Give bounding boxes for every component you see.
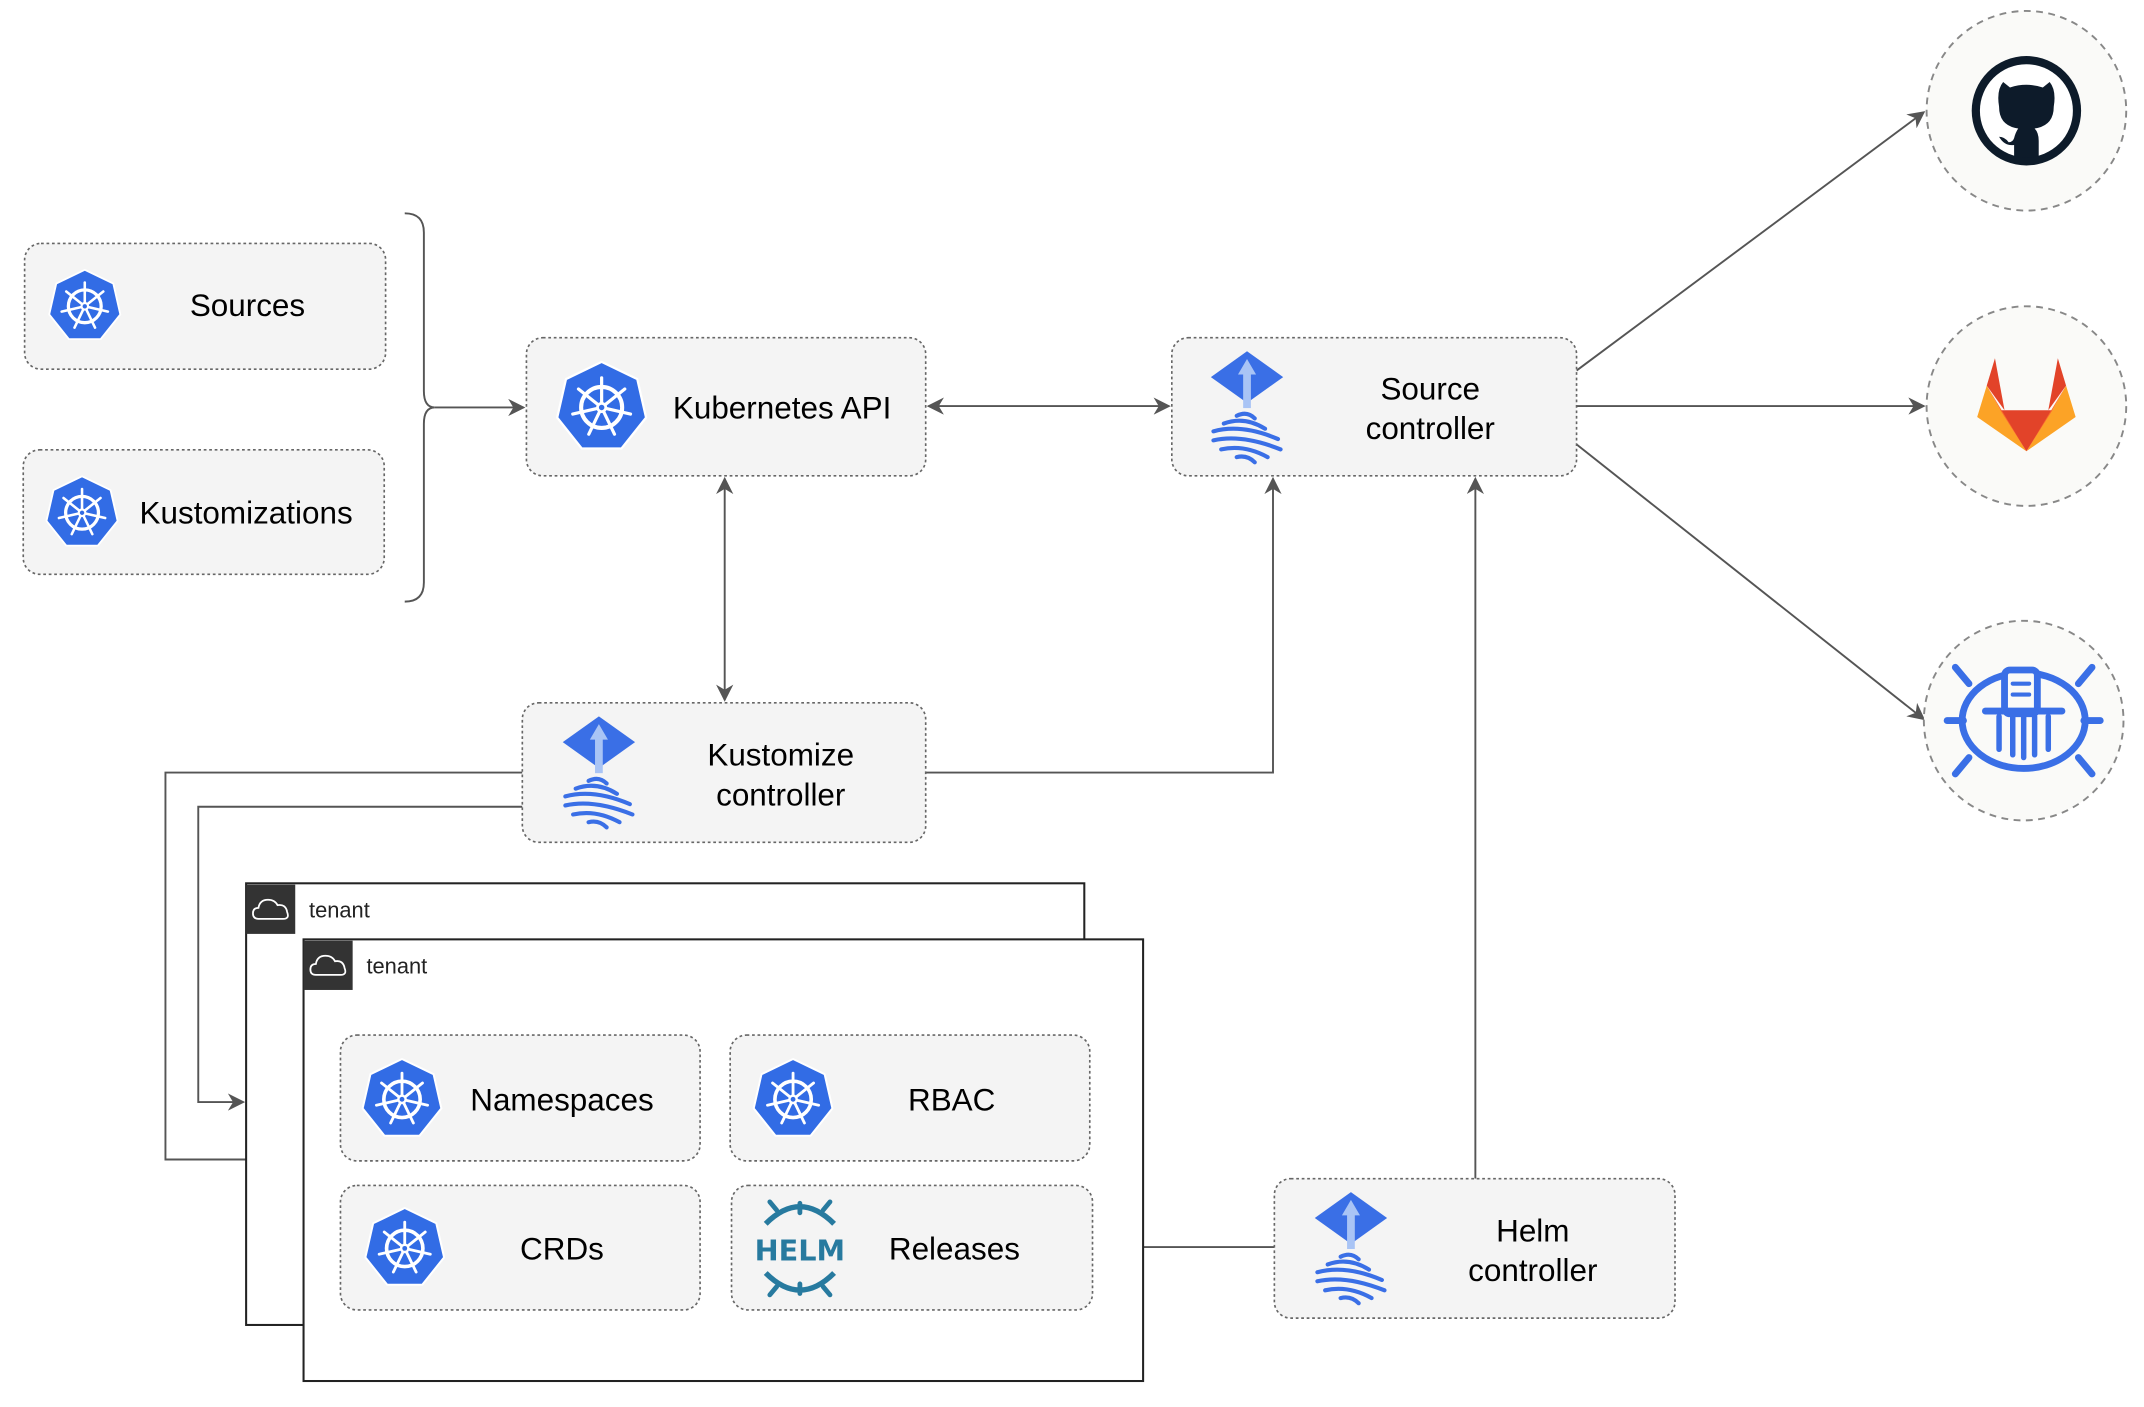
helm-controller-label-2: controller <box>1468 1253 1597 1288</box>
tenant-label: tenant <box>366 954 427 979</box>
namespaces-label: Namespaces <box>470 1082 653 1117</box>
helm-controller-label-1: Helm <box>1496 1214 1569 1249</box>
node-kustomizations[interactable]: Kustomizations <box>22 449 386 576</box>
node-kustomize-controller[interactable]: Kustomize controller <box>521 701 927 844</box>
node-helm-controller[interactable]: Helm controller <box>1273 1177 1676 1319</box>
kustomize-controller-label-1: Kustomize <box>707 738 854 773</box>
node-kubernetes-api[interactable]: Kubernetes API <box>525 336 927 477</box>
node-rbac[interactable]: RBAC <box>729 1034 1091 1162</box>
kustomizations-label: Kustomizations <box>140 496 353 531</box>
rbac-label: RBAC <box>908 1082 995 1117</box>
arrow-to-github <box>1575 111 1926 372</box>
external-github[interactable] <box>1925 9 2128 212</box>
node-namespaces[interactable]: Namespaces <box>339 1034 701 1162</box>
helm-logo-text: HELM <box>755 1234 845 1268</box>
grouping-brace <box>404 212 435 603</box>
source-controller-label-1: Source <box>1380 371 1480 406</box>
connectors <box>164 111 1926 1256</box>
node-crds[interactable]: CRDs <box>339 1184 701 1311</box>
tenant-label: tenant <box>309 897 370 922</box>
kustomize-controller-label-2: controller <box>716 777 845 812</box>
arrow-kustomize-to-tenant-back <box>197 805 523 1111</box>
releases-label: Releases <box>889 1231 1020 1266</box>
sources-label: Sources <box>190 288 305 323</box>
node-source-controller[interactable]: Source controller <box>1170 336 1578 477</box>
cloud-icon <box>246 883 296 935</box>
arrow-kustomize-to-tenant-front <box>164 771 523 1169</box>
tenant-group-front[interactable]: tenant Namespaces RBAC CRDs HELM Release… <box>302 938 1145 1383</box>
node-sources[interactable]: Sources <box>23 242 387 371</box>
bucket-icon <box>1943 663 2104 778</box>
helm-icon: HELM <box>755 1199 845 1298</box>
source-controller-label-2: controller <box>1366 411 1495 446</box>
cloud-icon <box>303 939 353 991</box>
github-icon <box>1971 56 2082 166</box>
arrow-kustomize-to-source <box>925 476 1282 774</box>
external-bucket[interactable] <box>1922 619 2125 822</box>
node-releases[interactable]: HELM Releases <box>730 1184 1094 1311</box>
arrow-to-bucket <box>1575 443 1926 721</box>
crds-label: CRDs <box>520 1231 604 1266</box>
external-gitlab[interactable] <box>1925 305 2128 507</box>
kubernetes-api-label: Kubernetes API <box>673 390 891 425</box>
gitlab-icon <box>1977 358 2076 452</box>
